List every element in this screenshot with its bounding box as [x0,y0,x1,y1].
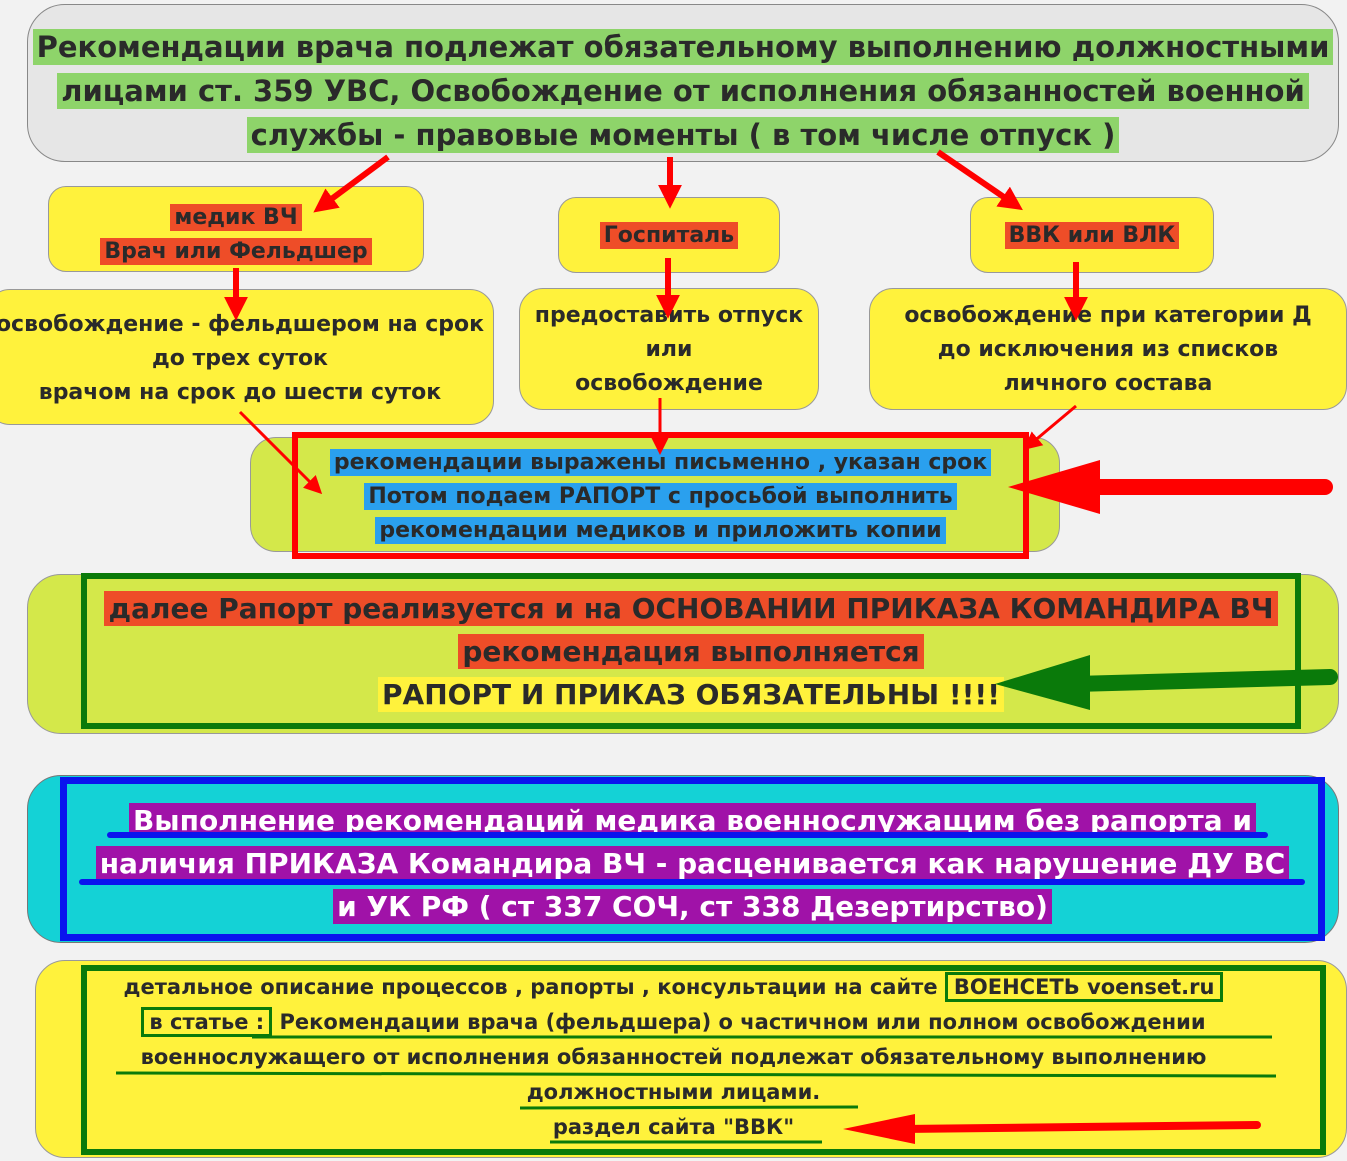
order-frame: далее Рапорт реализуется и на ОСНОВАНИИ … [81,573,1301,729]
pointer-arrow-green [995,655,1338,710]
info-line-4[interactable]: должностными лицами. [526,1080,821,1104]
warning-line-2: наличия ПРИКАЗА Командира ВЧ - расценива… [95,846,1290,881]
hospital-detail-line-2: или [645,337,693,362]
medic-detail-line-2: до трех суток [152,346,328,371]
medic-box: медик ВЧ Врач или Фельдшер [48,186,424,272]
article-prefix: в статье : [141,1007,273,1037]
vvk-detail-line-1: освобождение при категории Д [904,303,1312,328]
header-box: Рекомендации врача подлежат обязательном… [27,4,1339,162]
header-line-2: лицами ст. 359 УВС, Освобождение от испо… [57,73,1309,109]
hospital-detail-box: предоставить отпуск или освобождение [519,288,819,410]
order-line-2: рекомендация выполняется [458,634,924,669]
vvk-detail-line-3: личного состава [1003,371,1213,396]
order-line-1: далее Рапорт реализуется и на ОСНОВАНИИ … [104,591,1278,626]
header-line-1: Рекомендации врача подлежат обязательном… [32,29,1334,65]
hospital-detail-line-3: освобождение [575,371,763,396]
info-line-3[interactable]: военнослужащего от исполнения обязанност… [140,1045,1207,1069]
pointer-arrow-red [1008,460,1333,514]
vvk-title: ВВК или ВЛК [1004,222,1180,249]
pointer-arrow-red-small [843,1114,1261,1144]
header-line-3: службы - правовые моменты ( в том числе … [246,117,1120,153]
vvk-detail-box: освобождение при категории Д до исключен… [869,288,1347,410]
recommendation-line-3: рекомендации медиков и приложить копии [375,517,946,544]
arrow-medic-detail-to-recommendation [238,410,323,495]
info-underline-2 [115,1071,1277,1078]
info-frame [81,965,1326,1155]
arrow-header-to-medic [313,154,390,213]
medic-detail-line-3: врачом на срок до шести суток [38,380,442,405]
info-line-5: раздел сайта "ВВК" [0,1110,1347,1145]
medic-title: медик ВЧ [170,204,302,231]
info-underline-3 [519,1105,859,1110]
arrow-header-to-vvk [936,149,1023,211]
article-link[interactable]: Рекомендации врача (фельдшера) о частичн… [279,1010,1206,1034]
hospital-box: Госпиталь [558,197,780,273]
vvk-detail-line-2: до исключения из списков [937,337,1279,362]
hospital-title: Госпиталь [599,222,739,249]
warning-line-3: и УК РФ ( ст 337 СОЧ, ст 338 Дезертирств… [333,889,1052,924]
medic-subtitle: Врач или Фельдшер [100,238,372,265]
site-link[interactable]: ВОЕНСЕТЬ voenset.ru [944,972,1224,1002]
arrow-vvk-detail-to-recommendation [1023,404,1077,450]
info-intro-text: детальное описание процессов , рапорты ,… [123,975,938,999]
recommendation-line-2: Потом подаем РАПОРТ с просьбой выполнить [364,483,957,510]
section-link[interactable]: раздел сайта "ВВК" [552,1115,795,1139]
order-line-3: РАПОРТ И ПРИКАЗ ОБЯЗАТЕЛЬНЫ !!!! [378,677,1004,712]
warning-frame: Выполнение рекомендаций медика военнослу… [60,777,1325,941]
info-line-2: в статье : Рекомендации врача (фельдшера… [0,1005,1347,1040]
info-line-1: детальное описание процессов , рапорты ,… [0,970,1347,1005]
